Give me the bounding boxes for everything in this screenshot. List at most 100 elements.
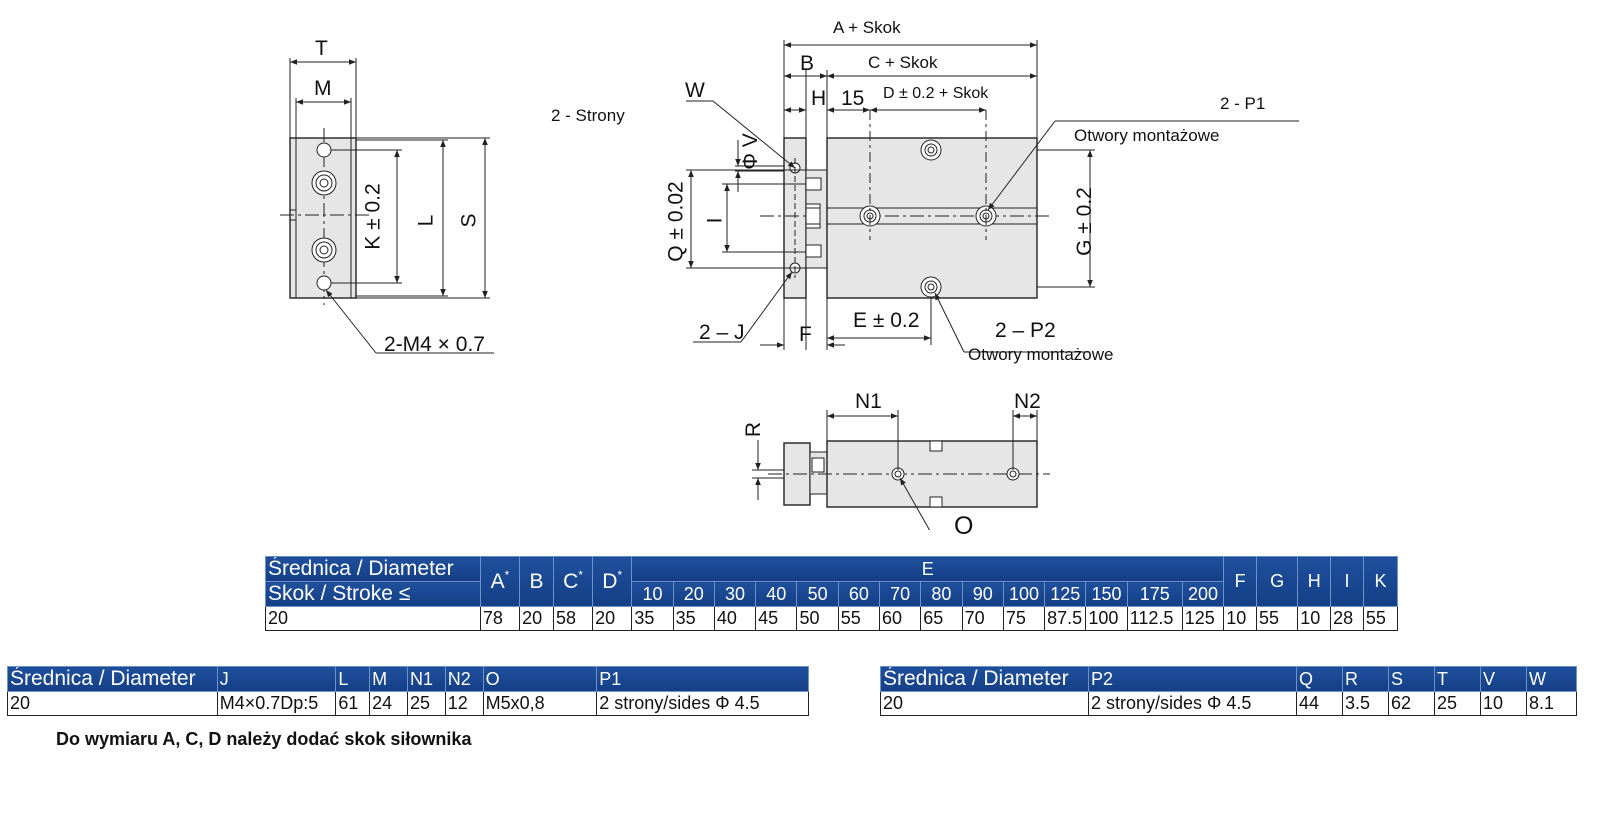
table3-header: Średnica / Diameter (880, 666, 1089, 692)
label-a: A + Skok (833, 18, 901, 37)
table1-header-row-1: Średnica / Diameter A* B C* D* E F G H I… (265, 556, 1399, 607)
table1-cell: 10 (1297, 606, 1332, 631)
table2-header: M (369, 666, 408, 692)
table3-header: S (1388, 666, 1435, 692)
table2-cell: 25 (406, 691, 446, 716)
table1-stroke: 125 (1044, 581, 1087, 607)
table3-header: R (1342, 666, 1389, 692)
label-j: 2 – J (699, 321, 745, 344)
label-thread: 2-M4 × 0.7 (384, 333, 485, 356)
table1-stroke: 80 (920, 581, 963, 607)
table1-cell: 60 (878, 606, 922, 631)
table-row: 20 M4×0.7Dp:5 61 24 25 12 M5x0,8 2 stron… (7, 691, 809, 716)
technical-drawing (280, 40, 1299, 530)
table1-stroke: 70 (878, 581, 922, 607)
table2-header-row: Średnica / Diameter J L M N1 N2 O P1 (7, 666, 809, 692)
table2-cell: 24 (369, 691, 408, 716)
table2-header: N1 (406, 666, 446, 692)
table1-header-f: F (1223, 556, 1258, 607)
table1-cell: 87.5 (1044, 606, 1087, 631)
table1-header-k: K (1362, 556, 1399, 607)
table1-cell: 55 (1256, 606, 1299, 631)
table1-header-b: B (519, 556, 554, 607)
table1-header-i: I (1330, 556, 1364, 607)
table3-cell: 20 (880, 691, 1089, 716)
table1-cell: 45 (755, 606, 798, 631)
table2-cell: 12 (444, 691, 484, 716)
table1-stroke: 90 (961, 581, 1004, 607)
table1-cell: 70 (961, 606, 1004, 631)
table2-header: P1 (596, 666, 809, 692)
table2-header: J (216, 666, 337, 692)
table1-cell: 20 (519, 606, 554, 631)
table3-cell: 3.5 (1342, 691, 1389, 716)
table2-header: N2 (444, 666, 484, 692)
table1-stroke: 175 (1126, 581, 1183, 607)
table1-cell: 35 (672, 606, 715, 631)
label-15: 15 (841, 87, 865, 110)
table1-cell: 35 (631, 606, 674, 631)
front-view (752, 410, 1050, 530)
table3-header: P2 (1088, 666, 1297, 692)
table1-cell: 58 (552, 606, 594, 631)
table3-cell: 8.1 (1526, 691, 1577, 716)
spec-table-main: Średnica / Diameter A* B C* D* E F G H I… (265, 556, 1399, 631)
spec-table-3: Średnica / Diameter P2 Q R S T V W 20 2 … (880, 666, 1577, 716)
table1-cell: 100 (1085, 606, 1128, 631)
table1-cell: 10 (1223, 606, 1258, 631)
table3-cell: 44 (1296, 691, 1343, 716)
table2-cell: 20 (7, 691, 218, 716)
label-n2: N2 (1014, 390, 1041, 413)
table2-header: O (482, 666, 598, 692)
table2-cell: 2 strony/sides Φ 4.5 (596, 691, 809, 716)
table2-header: L (335, 666, 371, 692)
label-g: G ± 0.2 (1072, 187, 1096, 256)
table1-stroke: 60 (837, 581, 881, 607)
table3-cell: 10 (1480, 691, 1527, 716)
label-l: L (414, 214, 438, 227)
label-t: T (315, 37, 328, 60)
table3-header: Q (1296, 666, 1343, 692)
table1-header-d: D* (592, 556, 633, 607)
table1-cell: 20 (592, 606, 633, 631)
table3-header: V (1480, 666, 1527, 692)
table1-cell: 28 (1330, 606, 1364, 631)
table3-cell: 25 (1434, 691, 1481, 716)
table1-cell: 50 (796, 606, 839, 631)
table1-cell: 125 (1181, 606, 1225, 631)
label-w: W (685, 79, 705, 102)
label-h: H (811, 87, 827, 110)
table1-stroke: 150 (1085, 581, 1128, 607)
table-row: 20 78 20 58 20 35 35 40 45 50 55 60 65 7… (265, 606, 1399, 631)
side-view (280, 58, 494, 354)
label-holes-2: Otwory montażowe (968, 345, 1114, 364)
table1-header-a: A* (479, 556, 521, 607)
label-p2: 2 – P2 (995, 319, 1056, 342)
label-sides: 2 - Strony (551, 106, 625, 125)
label-f: F (799, 323, 812, 346)
table1-header-c: C* (552, 556, 594, 607)
top-view (686, 40, 1299, 353)
table3-header: T (1434, 666, 1481, 692)
table1-cell: 75 (1002, 606, 1046, 631)
table3-cell: 2 strony/sides Φ 4.5 (1088, 691, 1297, 716)
table1-header-stroke: Skok / Stroke ≤ (265, 581, 481, 607)
table1-cell: 112.5 (1126, 606, 1183, 631)
label-q: Q ± 0.02 (664, 181, 688, 262)
table1-stroke: 30 (713, 581, 757, 607)
label-b: B (800, 52, 815, 75)
label-d: D ± 0.2 + Skok (883, 85, 989, 102)
table1-cell: 65 (920, 606, 963, 631)
table3-header: W (1526, 666, 1577, 692)
table1-stroke: 40 (755, 581, 798, 607)
label-holes-1: Otwory montażowe (1074, 126, 1220, 145)
table1-cell: 55 (837, 606, 881, 631)
table2-cell: M4×0.7Dp:5 (216, 691, 337, 716)
label-o: O (954, 512, 974, 540)
label-v: Φ V (738, 133, 762, 170)
table1-stroke: 20 (672, 581, 715, 607)
label-e: E ± 0.2 (853, 309, 920, 332)
table3-header-row: Średnica / Diameter P2 Q R S T V W (880, 666, 1577, 692)
table1-stroke: 10 (631, 581, 674, 607)
label-i: I (703, 217, 727, 224)
